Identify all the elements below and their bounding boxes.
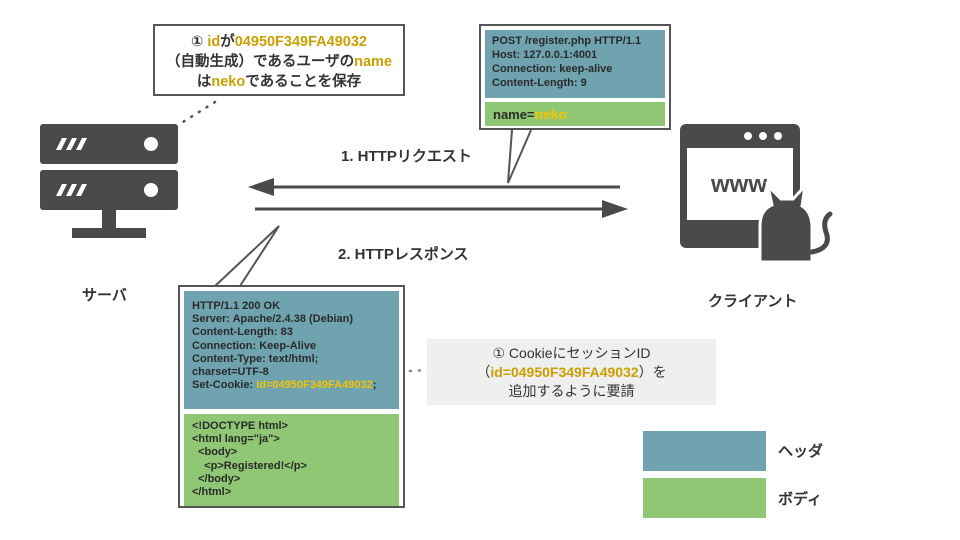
set-cookie-key: Set-Cookie: xyxy=(192,379,257,392)
set-cookie-line: Set-Cookie: id=04950F349FA49032; xyxy=(192,379,391,392)
note-name-value: neko xyxy=(211,74,246,90)
response-arrow xyxy=(255,200,628,218)
cookie-connector xyxy=(390,368,430,374)
response-arrow-label: 2. HTTPレスポンス xyxy=(338,246,469,263)
request-body-block: name=neko xyxy=(485,102,665,126)
cookie-note-text: （ xyxy=(476,364,491,380)
cookie-note-text: ）を xyxy=(638,364,667,380)
set-cookie-value: id=04950F349FA49032 xyxy=(256,379,373,392)
response-header-line: HTTP/1.1 200 OK xyxy=(192,300,281,312)
request-body-value: neko xyxy=(534,106,568,122)
response-body-line: </html> xyxy=(192,486,232,499)
note-name-key: name xyxy=(354,54,392,70)
server-label: サーバ xyxy=(82,287,127,304)
request-callout-tail xyxy=(507,129,532,184)
note-id-key: id xyxy=(207,34,221,50)
client-label: クライアント xyxy=(708,293,798,310)
note-text: であることを保存 xyxy=(245,74,362,90)
legend-body-swatch xyxy=(643,478,766,518)
set-cookie-suffix: ; xyxy=(372,379,377,392)
request-arrow xyxy=(248,178,620,196)
legend-header-swatch xyxy=(643,431,766,471)
request-header-line: Connection: keep-alive xyxy=(492,63,613,75)
server-icon xyxy=(40,124,178,238)
response-header-line: Content-Length: 83 xyxy=(192,326,293,339)
response-body-line: <html lang="ja"> xyxy=(192,433,280,446)
response-body-line: <!DOCTYPE html> xyxy=(192,420,288,432)
server-save-note: ① idが04950F349FA49032 （自動生成）であるユーザのname … xyxy=(153,24,405,96)
response-header-line: Content-Type: text/html; xyxy=(192,352,319,365)
note-text: （自動生成）であるユーザの xyxy=(166,54,355,70)
request-header-line: Content-Length: 9 xyxy=(492,77,587,89)
response-body-block: <!DOCTYPE html><html lang="ja"> <body> <… xyxy=(184,414,399,506)
cookie-note-line: ① CookieにセッションID xyxy=(492,345,651,361)
cookie-note-id-value: id=04950F349FA49032 xyxy=(490,364,639,380)
response-callout-tail xyxy=(214,225,280,287)
legend-header-label: ヘッダ xyxy=(778,443,824,460)
response-header-line: Connection: Keep-Alive xyxy=(192,339,317,352)
request-header-block: POST /register.php HTTP/1.1 Host: 127.0.… xyxy=(485,30,665,98)
note-text: は xyxy=(196,74,212,90)
response-body-line: <body> xyxy=(192,446,238,459)
cookie-request-note: ① CookieにセッションID （id=04950F349FA49032）を … xyxy=(427,339,716,405)
response-header-block: HTTP/1.1 200 OK Server: Apache/2.4.38 (D… xyxy=(184,291,399,409)
note-id-value: 04950F349FA49032 xyxy=(234,34,367,50)
note-connector xyxy=(176,100,217,127)
response-header-line: Server: Apache/2.4.38 (Debian) xyxy=(192,313,353,326)
request-header-line: Host: 127.0.0.1:4001 xyxy=(492,49,598,61)
request-arrow-label: 1. HTTPリクエスト xyxy=(341,148,472,165)
response-body-line: <p>Registered!</p> xyxy=(192,459,307,472)
response-body-line: </body> xyxy=(192,472,241,485)
legend-body-label: ボディ xyxy=(778,491,822,508)
http-request-callout: POST /register.php HTTP/1.1 Host: 127.0.… xyxy=(479,24,671,130)
cat-icon xyxy=(758,181,833,264)
request-header-line: POST /register.php HTTP/1.1 xyxy=(492,35,642,47)
note-text: が xyxy=(220,34,235,50)
cookie-note-line: 追加するように要請 xyxy=(508,383,635,399)
browser-text: www xyxy=(710,171,767,198)
response-header-line: charset=UTF-8 xyxy=(192,366,269,379)
note-number: ① xyxy=(191,34,208,50)
request-body-key: name= xyxy=(493,107,535,122)
http-response-callout: HTTP/1.1 200 OK Server: Apache/2.4.38 (D… xyxy=(178,285,405,508)
